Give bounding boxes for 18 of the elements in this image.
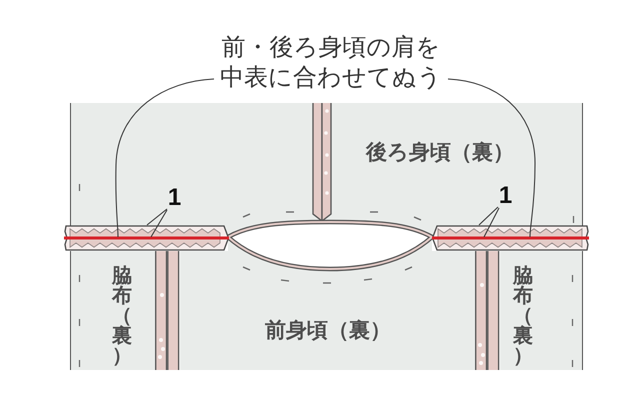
callout-number: 1 — [498, 184, 513, 208]
fabric-piece — [70, 251, 155, 370]
fabric-piece — [70, 103, 583, 238]
stitch-line — [64, 236, 229, 240]
seam-allowance — [64, 225, 229, 251]
seam-allowance — [432, 225, 589, 251]
fabric-piece — [500, 251, 583, 370]
callout-number: 1 — [167, 186, 182, 210]
leader-line — [146, 208, 168, 226]
instruction-text: 前・後ろ身頃の肩を中表に合わせてぬう — [214, 32, 448, 92]
stitch-line — [432, 236, 589, 240]
leader-line — [478, 206, 498, 226]
panel-label: 脇布（裏） — [512, 265, 534, 365]
leader-line — [150, 210, 168, 238]
panel-label: 後ろ身頃（裏） — [366, 140, 514, 164]
panel-label: 脇布（裏） — [111, 265, 133, 365]
panel-label: 前身頃（裏） — [265, 318, 391, 342]
leader-line — [484, 208, 500, 238]
